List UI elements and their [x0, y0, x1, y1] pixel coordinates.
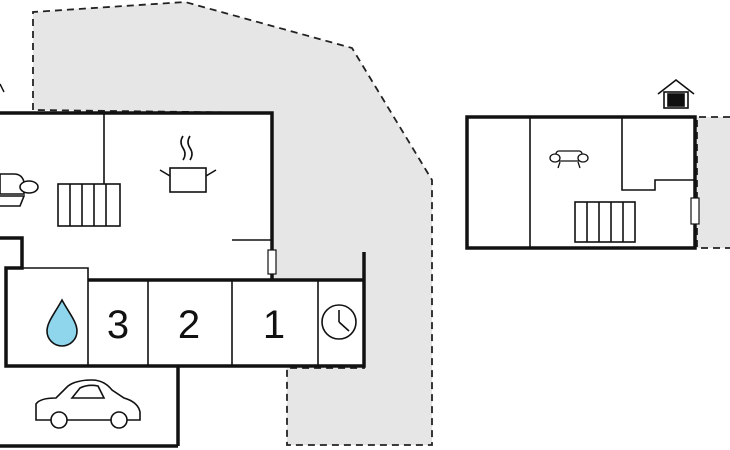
car-icon-wheel-rear: [110, 411, 128, 429]
car-icon-window: [70, 384, 106, 399]
bathroom-fill: [6, 268, 88, 282]
clock-icon: [321, 304, 357, 340]
bathroom-top-wall: [6, 267, 89, 366]
cooking-pot-icon: [159, 135, 217, 193]
bedroom-1-number: 1: [263, 303, 285, 347]
terrace-area-right: [696, 116, 730, 249]
cooking-pot-icon-handle-left: [159, 169, 171, 177]
cooking-pot-icon-handle-right: [205, 169, 217, 177]
annex-stair-wall: [621, 117, 695, 191]
sofa-icon-arm: [19, 180, 39, 194]
sofa-icon-base: [0, 195, 26, 207]
main-building-fill: [0, 113, 272, 280]
cooking-pot-icon-steam: [187, 135, 193, 161]
radiator-icon-frame: [57, 183, 121, 227]
radiator-icon-frame: [574, 201, 636, 243]
bedroom-3-number: 3: [107, 303, 129, 347]
outer-wall-top: [0, 111, 274, 280]
car-icon-wheel-front: [50, 411, 68, 429]
radiator-icon: [574, 201, 636, 243]
cooking-pot-icon-steam: [180, 135, 186, 161]
sofa-icon: [0, 173, 39, 207]
partial-arrow: [0, 83, 5, 93]
window-main: [267, 249, 277, 275]
house-icon: [657, 78, 695, 109]
sofa-icon: [549, 150, 589, 169]
bedroom-2-number: 2: [178, 303, 200, 347]
house-icon-door: [667, 93, 685, 107]
water-drop-icon: [46, 298, 78, 347]
clock-icon-minute-hand: [338, 321, 350, 332]
car-icon: [35, 379, 141, 429]
sofa-icon-arm-right: [577, 153, 589, 163]
house-icon-roof: [657, 78, 695, 95]
sofa-icon-leg: [557, 161, 561, 169]
cooking-pot-icon-body: [169, 167, 207, 193]
sofa-icon-arm-left: [549, 153, 561, 163]
radiator-icon: [57, 183, 121, 227]
car-icon-body: [35, 379, 141, 421]
annex-window: [690, 197, 700, 225]
terrace-right: [696, 116, 730, 249]
sofa-icon-leg: [577, 161, 581, 169]
